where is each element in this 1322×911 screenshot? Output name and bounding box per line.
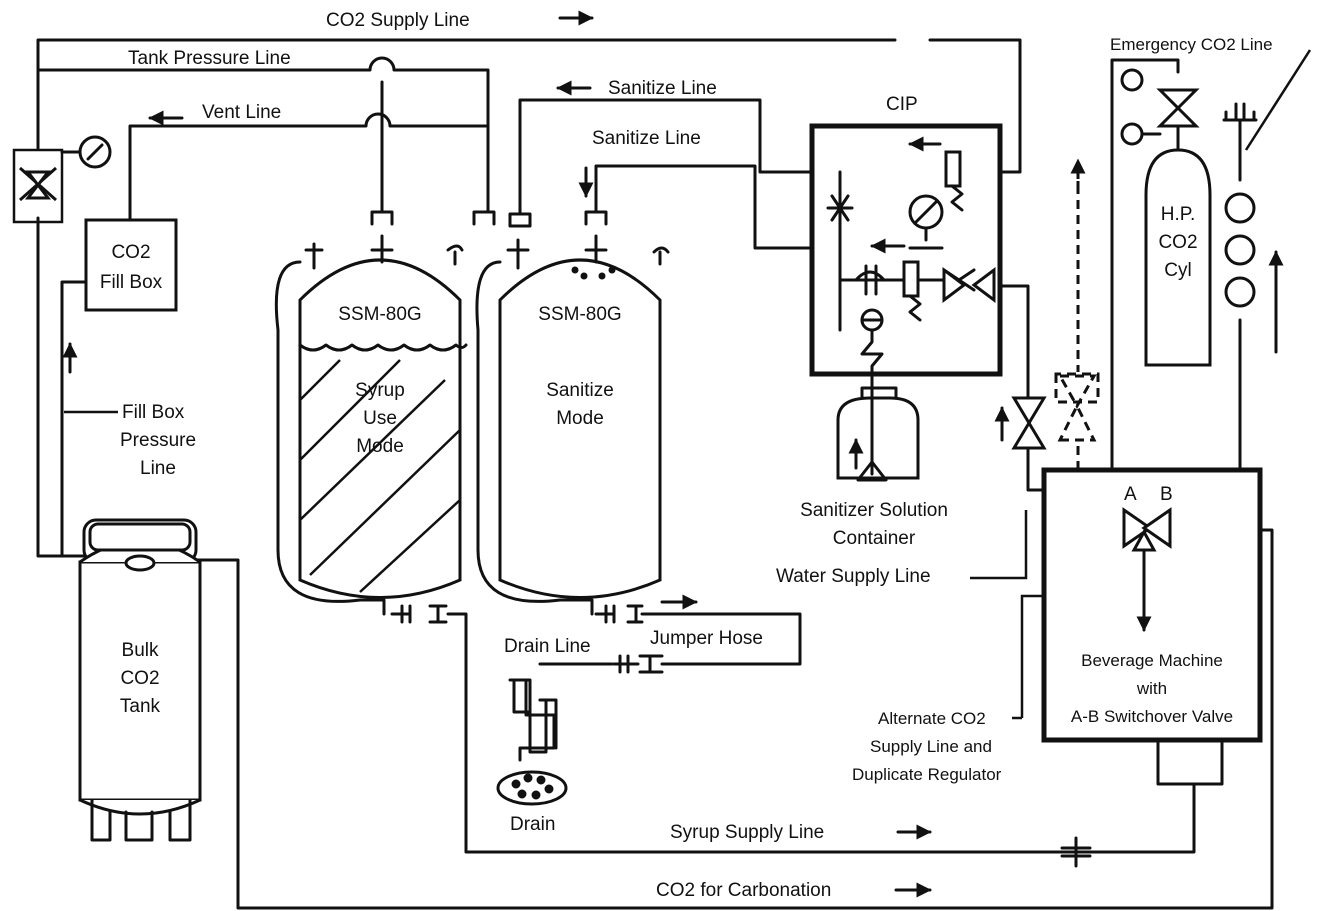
bulk-co2-label-1: Bulk	[122, 640, 159, 661]
bulk-co2-label-3: Tank	[120, 696, 161, 717]
jumper-hose-label: Jumper Hose	[650, 628, 763, 649]
sanitize-line-top-label: Sanitize Line	[608, 78, 717, 99]
fill-box-pressure-label-2: Pressure	[120, 430, 196, 451]
alternate-regulator-icon	[1054, 372, 1100, 442]
hp-co2-label-3: Cyl	[1164, 260, 1191, 281]
left-pressure-gauge-icon	[60, 135, 112, 169]
valve-b-label: B	[1160, 484, 1173, 505]
valve-a-label: A	[1124, 484, 1137, 505]
emergency-co2-line-label: Emergency CO2 Line	[1110, 35, 1273, 54]
tank2-mode-label-2: Mode	[556, 408, 604, 429]
hp-co2-cylinder	[1120, 68, 1212, 367]
co2-for-carbonation-label: CO2 for Carbonation	[656, 880, 831, 901]
left-vertical-pipe	[36, 216, 86, 558]
tank-pressure-line-pipe	[36, 56, 490, 214]
beverage-machine-label-1: Beverage Machine	[1081, 651, 1223, 670]
jumper-hose-fitting	[612, 654, 664, 674]
water-supply-line-lower	[1026, 446, 1048, 492]
beverage-machine	[1041, 467, 1263, 786]
sanitize-line-mid-label: Sanitize Line	[592, 128, 701, 149]
tank1-mode-label-3: Mode	[356, 436, 404, 457]
fill-box-pressure-label-3: Line	[140, 458, 176, 479]
co2-supply-line-label: CO2 Supply Line	[326, 10, 470, 31]
sanitize-tank	[475, 210, 670, 624]
drain-icon	[496, 770, 568, 806]
emergency-co2-label-leader	[1244, 49, 1312, 151]
beverage-machine-label-2: with	[1136, 679, 1167, 698]
sanitizer-container	[836, 372, 920, 482]
co2-fill-box-label-1: CO2	[111, 242, 150, 263]
cip-box	[809, 123, 1003, 377]
bulk-co2-label-2: CO2	[120, 668, 159, 689]
drain-line-hook	[508, 678, 558, 762]
alternate-co2-label-1: Alternate CO2	[878, 709, 986, 728]
tank2-model-label: SSM-80G	[538, 304, 621, 325]
tank1-model-label: SSM-80G	[338, 304, 421, 325]
fill-box-pressure-label-1: Fill Box	[122, 402, 185, 423]
syrup-supply-line-pipe	[446, 612, 1196, 854]
left-valve-icon	[12, 148, 64, 224]
drain-label: Drain	[510, 814, 555, 835]
alternate-co2-label-3: Duplicate Regulator	[852, 765, 1002, 784]
co2-supply-line-pipe	[36, 38, 897, 150]
beverage-machine-label-3: A-B Switchover Valve	[1071, 707, 1233, 726]
sanitizer-label-1: Sanitizer Solution	[800, 500, 948, 521]
syrup-line-coupling-icon	[1060, 836, 1092, 868]
bulk-co2-tank	[78, 518, 202, 842]
sanitize-line-top-pipe	[518, 98, 842, 214]
sanitizer-label-2: Container	[833, 528, 916, 549]
water-supply-line-label: Water Supply Line	[776, 566, 931, 587]
cip-label: CIP	[886, 94, 918, 115]
hp-co2-label-1: H.P.	[1161, 204, 1196, 225]
alternate-co2-label-2: Supply Line and	[870, 737, 992, 756]
tank1-mode-label-2: Use	[363, 408, 397, 429]
water-supply-line-pipe	[994, 284, 1030, 400]
sanitize-line-mid-pipe	[594, 164, 872, 250]
syrup-tank-fittings	[304, 210, 496, 624]
vent-line-label: Vent Line	[202, 102, 281, 123]
tank2-mode-label-1: Sanitize	[546, 380, 614, 401]
tank-pressure-line-label: Tank Pressure Line	[128, 48, 291, 69]
water-supply-bracket	[970, 510, 1028, 580]
syrup-tank	[274, 258, 468, 616]
drain-line-label: Drain Line	[504, 636, 591, 657]
hp-co2-label-2: CO2	[1158, 232, 1197, 253]
co2-fill-box-label-2: Fill Box	[100, 272, 163, 293]
emergency-co2-coil	[1222, 102, 1258, 308]
fill-box-pressure-pipe	[60, 280, 88, 558]
syrup-supply-line-label: Syrup Supply Line	[670, 822, 824, 843]
jumper-hose	[640, 612, 802, 666]
co2-fill-box	[84, 218, 178, 312]
vent-line-pipe	[128, 112, 488, 222]
water-supply-valve-icon	[1011, 396, 1047, 450]
tank1-mode-label-1: Syrup	[355, 380, 405, 401]
